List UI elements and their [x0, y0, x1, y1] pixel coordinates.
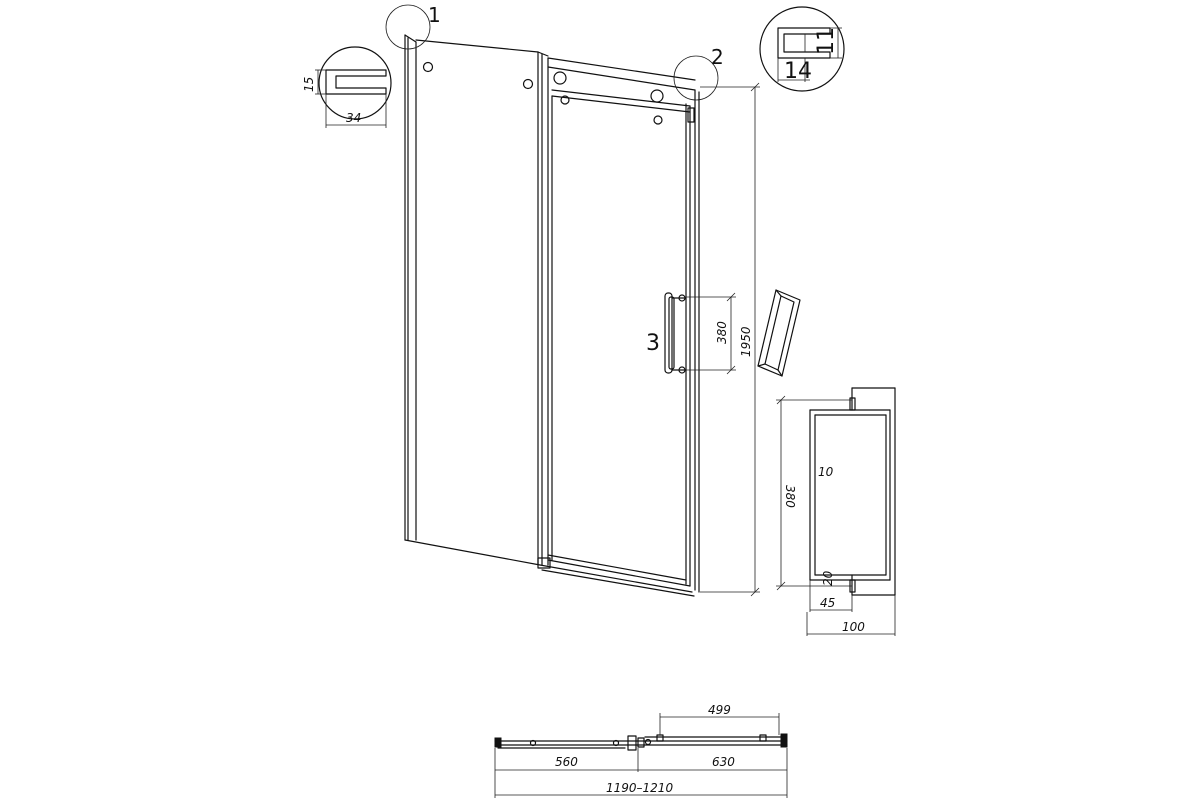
profile-2-height-label: 11 — [814, 27, 839, 55]
handle-detail-span-label: 380 — [783, 485, 797, 508]
door-elevation: 1 2 — [385, 3, 760, 597]
handle-height-dimension: 380 — [685, 292, 736, 375]
detail-circle-1 — [385, 4, 431, 50]
total-width-label: 1190–1210 — [606, 781, 673, 795]
profile-1-height-label: 15 — [302, 77, 316, 92]
handle-outer-depth-label: 100 — [842, 620, 865, 634]
door-height-dimension: 1950 — [700, 82, 760, 597]
handle-bar-diameter-label: 10 — [818, 465, 834, 479]
plan-view: 499 560 630 1190–1210 — [494, 703, 788, 798]
handle-detail: 380 10 20 45 100 — [776, 387, 896, 636]
callout-3: 3 — [646, 331, 660, 356]
profile-detail-2: 11 14 — [759, 6, 845, 92]
fixed-glass-panel — [404, 34, 541, 566]
handle-perspective — [757, 289, 801, 377]
profile-2-width-label: 14 — [784, 59, 812, 84]
callout-1: 1 — [428, 3, 441, 27]
sliding-panel-width-label: 630 — [712, 755, 735, 769]
profile-1-width-label: 34 — [346, 111, 361, 125]
sliding-door-panel — [537, 51, 700, 597]
fixed-panel-width-label: 560 — [555, 755, 578, 769]
profile-detail-1: 15 34 — [302, 46, 392, 128]
handle-span-label: 380 — [715, 321, 729, 344]
door-handle — [664, 292, 686, 374]
callout-2: 2 — [711, 45, 724, 69]
door-travel-label: 499 — [708, 703, 731, 717]
handle-inner-depth-label: 45 — [820, 596, 835, 610]
detail-circle-2 — [673, 55, 719, 101]
door-height-label: 1950 — [739, 326, 753, 357]
handle-standoff-label: 20 — [821, 570, 835, 586]
